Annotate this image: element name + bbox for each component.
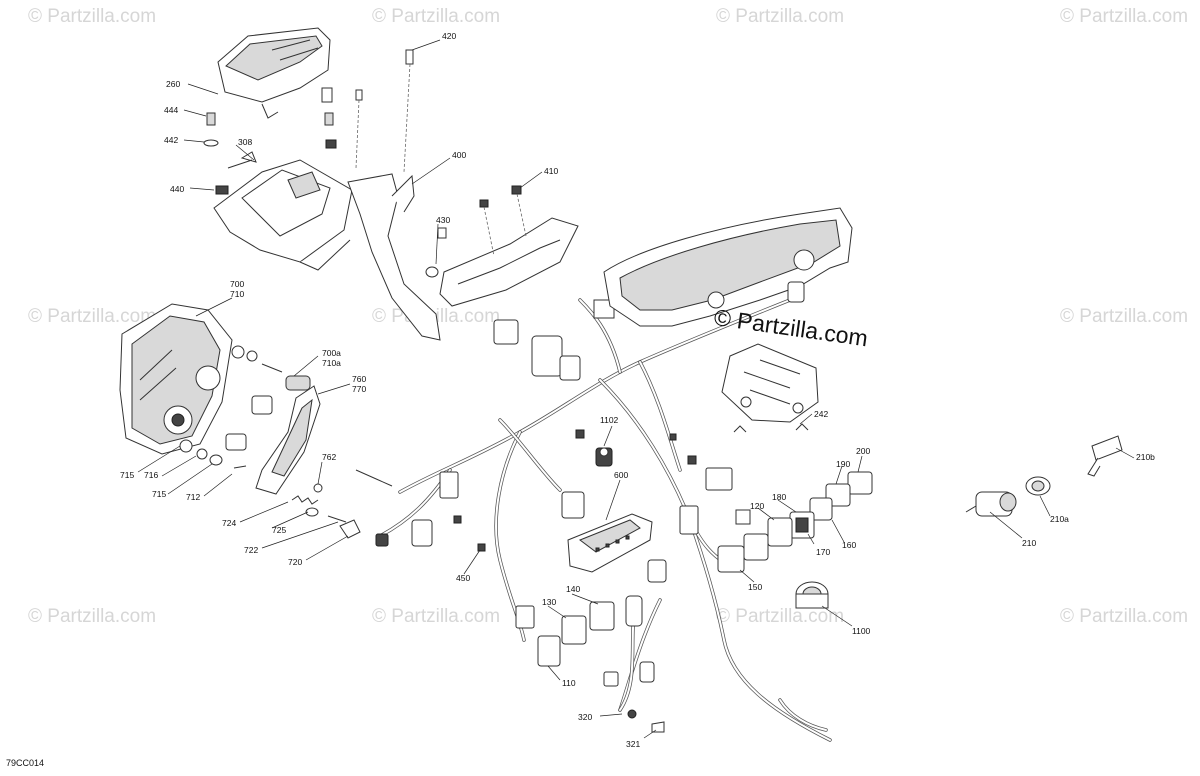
callout-712: 712 [186, 492, 200, 502]
callout-722: 722 [244, 545, 258, 555]
callout-160: 160 [842, 540, 856, 550]
callout-430: 430 [436, 215, 450, 225]
callout-724: 724 [222, 518, 236, 528]
callout-716: 716 [144, 470, 158, 480]
support-arm[interactable] [347, 173, 441, 341]
callout-600: 600 [614, 470, 628, 480]
callout-1100: 1100 [852, 626, 871, 636]
callout-720: 720 [288, 557, 302, 567]
callout-420: 420 [442, 31, 456, 41]
callout-260: 260 [166, 79, 180, 89]
harness-320[interactable] [603, 595, 828, 733]
switches-lower[interactable] [537, 601, 615, 667]
fuse-box-cover[interactable] [217, 27, 331, 119]
callout-210: 210 [1022, 538, 1036, 548]
callout-180: 180 [772, 492, 786, 502]
callout-1102: 1102 [600, 415, 619, 425]
ignition-key[interactable] [1087, 435, 1123, 477]
callout-200: 200 [856, 446, 870, 456]
mounting-bracket[interactable] [213, 159, 353, 271]
callout-308: 308 [238, 137, 252, 147]
callout-442: 442 [164, 135, 178, 145]
callout-210b: 210b [1136, 452, 1155, 462]
headlight-housing[interactable] [119, 303, 233, 455]
callout-150: 150 [748, 582, 762, 592]
switches-right[interactable] [717, 471, 873, 573]
callout-444: 444 [164, 105, 178, 115]
callout-170: 170 [816, 547, 830, 557]
callout-210a: 210a [1050, 514, 1069, 524]
callout-715b: 715 [152, 489, 166, 499]
headlight-fasteners[interactable] [179, 345, 283, 469]
diagram-code: 79CC014 [6, 758, 45, 768]
headlight-bracket[interactable] [255, 385, 321, 495]
callout-120: 120 [750, 501, 764, 511]
callout-410: 410 [544, 166, 558, 176]
callout-242: 242 [814, 409, 828, 419]
leader-lines [137, 39, 1135, 739]
wiring-harness[interactable] [355, 298, 832, 742]
callout-190: 190 [836, 459, 850, 469]
callout-715: 715 [120, 470, 134, 480]
callout-320: 320 [578, 712, 592, 722]
callout-130: 130 [542, 597, 556, 607]
ignition-lock[interactable] [965, 476, 1051, 517]
adjuster-spring[interactable] [291, 483, 361, 539]
fuse-rail[interactable] [439, 185, 579, 307]
harness-clips[interactable] [453, 429, 697, 552]
key-switch-1102[interactable] [595, 447, 613, 467]
lamp-bulbs[interactable] [225, 375, 311, 451]
dashboard-frame[interactable] [603, 207, 853, 327]
callout-450: 450 [456, 573, 470, 583]
callout-400: 400 [452, 150, 466, 160]
relay-plate[interactable] [721, 343, 819, 433]
callout-321: 321 [626, 739, 640, 749]
callout-140: 140 [566, 584, 580, 594]
harness-connectors[interactable] [375, 299, 751, 629]
callout-762: 762 [322, 452, 336, 462]
callout-110: 110 [562, 678, 576, 688]
socket-1100[interactable] [795, 581, 829, 609]
callout-725: 725 [272, 525, 286, 535]
callout-440: 440 [170, 184, 184, 194]
instrument-display[interactable] [567, 513, 653, 573]
